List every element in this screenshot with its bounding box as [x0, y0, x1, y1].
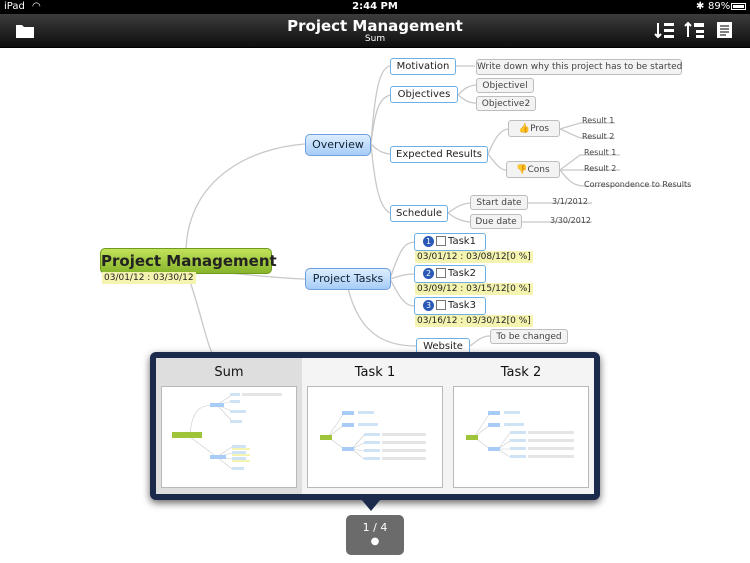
due-date-value[interactable]: 3/30/2012: [550, 216, 592, 225]
cons-result-2[interactable]: Result 2: [584, 164, 617, 173]
sheet-tab-task-2[interactable]: Task 2: [448, 358, 594, 494]
wifi-icon: ◠: [32, 1, 41, 12]
cons-label: Cons: [527, 165, 550, 175]
cons-result-1[interactable]: Result 1: [584, 148, 617, 157]
page-count: 1 / 4: [362, 521, 388, 534]
central-topic[interactable]: Project Management: [100, 248, 277, 274]
task-3-dates: 03/16/12 : 03/30/12[0 %]: [415, 315, 533, 327]
document-title: Project Management: [287, 17, 463, 35]
navigation-bar: Project Management Sum: [0, 14, 750, 48]
topic-motivation[interactable]: Motivation: [390, 58, 456, 75]
pros-result-2[interactable]: Result 2: [582, 132, 615, 141]
objective-2[interactable]: Objective2: [476, 96, 536, 111]
priority-3-icon: 3: [423, 299, 434, 311]
task-2[interactable]: 2 Task2: [414, 265, 486, 283]
status-bar: iPad ◠ 2:44 PM ✱ 89%: [0, 0, 750, 14]
topic-expected-results[interactable]: Expected Results: [390, 146, 488, 163]
task-1-checkbox[interactable]: [436, 236, 446, 246]
topic-cons[interactable]: 👎Cons: [506, 161, 560, 178]
start-date-label[interactable]: Start date: [470, 195, 528, 210]
battery-percent: 89%: [708, 1, 731, 12]
sheet-thumbnail[interactable]: [161, 386, 297, 488]
pros-result-1[interactable]: Result 1: [582, 116, 615, 125]
task-2-dates: 03/09/12 : 03/15/12[0 %]: [415, 283, 533, 295]
sheet-name: Sum: [364, 34, 386, 44]
thumbs-down-icon: 👎: [516, 165, 528, 175]
cons-correspondence[interactable]: Correspondence to Results: [584, 180, 692, 189]
topic-overview[interactable]: Overview: [305, 134, 371, 156]
insert-topic-icon[interactable]: [684, 20, 706, 40]
priority-2-icon: 2: [423, 267, 434, 279]
task-1[interactable]: 1 Task1: [414, 233, 486, 251]
thumbnail-preview: [320, 411, 426, 460]
objective-1[interactable]: Objectivel: [476, 78, 534, 93]
sheet-page-indicator[interactable]: 1 / 4 ●: [346, 515, 404, 555]
central-topic-dates: 03/01/12 : 03/30/12: [102, 272, 196, 284]
sheet-tabs: Sum Task 1: [156, 358, 594, 494]
task-3-label: Task3: [448, 300, 476, 311]
start-date-value[interactable]: 3/1/2012: [552, 197, 588, 206]
sheet-switcher-popover: Sum Task 1: [150, 352, 600, 500]
topic-objectives[interactable]: Objectives: [390, 86, 458, 103]
topic-schedule[interactable]: Schedule: [390, 205, 448, 222]
sheet-thumbnail[interactable]: [453, 386, 589, 488]
topic-project-tasks[interactable]: Project Tasks: [305, 268, 391, 290]
popover-arrow: [361, 499, 381, 511]
website-note[interactable]: To be changed: [490, 329, 568, 344]
bluetooth-icon: ✱: [696, 1, 705, 12]
thumbnail-preview: [466, 411, 574, 458]
pros-label: Pros: [530, 124, 550, 134]
topic-pros[interactable]: 👍Pros: [508, 120, 560, 137]
task-2-checkbox[interactable]: [436, 268, 446, 278]
folder-icon[interactable]: [14, 20, 36, 40]
sort-outline-icon[interactable]: [654, 20, 676, 40]
notes-icon[interactable]: [714, 20, 736, 40]
motivation-note[interactable]: Write down why this project has to be st…: [476, 59, 682, 75]
task-3[interactable]: 3 Task3: [414, 297, 486, 315]
task-2-label: Task2: [448, 268, 476, 279]
mind-map-canvas[interactable]: Project Management 03/01/12 : 03/30/12 O…: [0, 48, 750, 563]
page-dot-icon: ●: [370, 536, 380, 547]
task-1-dates: 03/01/12 : 03/08/12[0 %]: [415, 251, 533, 263]
device-name: iPad: [4, 1, 25, 12]
task-3-checkbox[interactable]: [436, 300, 446, 310]
task-1-label: Task1: [448, 236, 476, 247]
thumbs-up-icon: 👍: [518, 124, 531, 134]
sheet-tab-sum[interactable]: Sum: [156, 358, 302, 494]
sheet-tab-task-1[interactable]: Task 1: [302, 358, 448, 494]
sheet-tab-label: Sum: [214, 365, 244, 380]
status-time: 2:44 PM: [352, 1, 398, 12]
due-date-label[interactable]: Due date: [470, 214, 522, 229]
thumbnail-preview: [172, 393, 282, 470]
sheet-thumbnail[interactable]: [307, 386, 443, 488]
sheet-tab-label: Task 1: [354, 365, 396, 380]
battery-icon: [731, 3, 746, 10]
priority-1-icon: 1: [423, 235, 434, 247]
sheet-tab-label: Task 2: [500, 365, 542, 380]
